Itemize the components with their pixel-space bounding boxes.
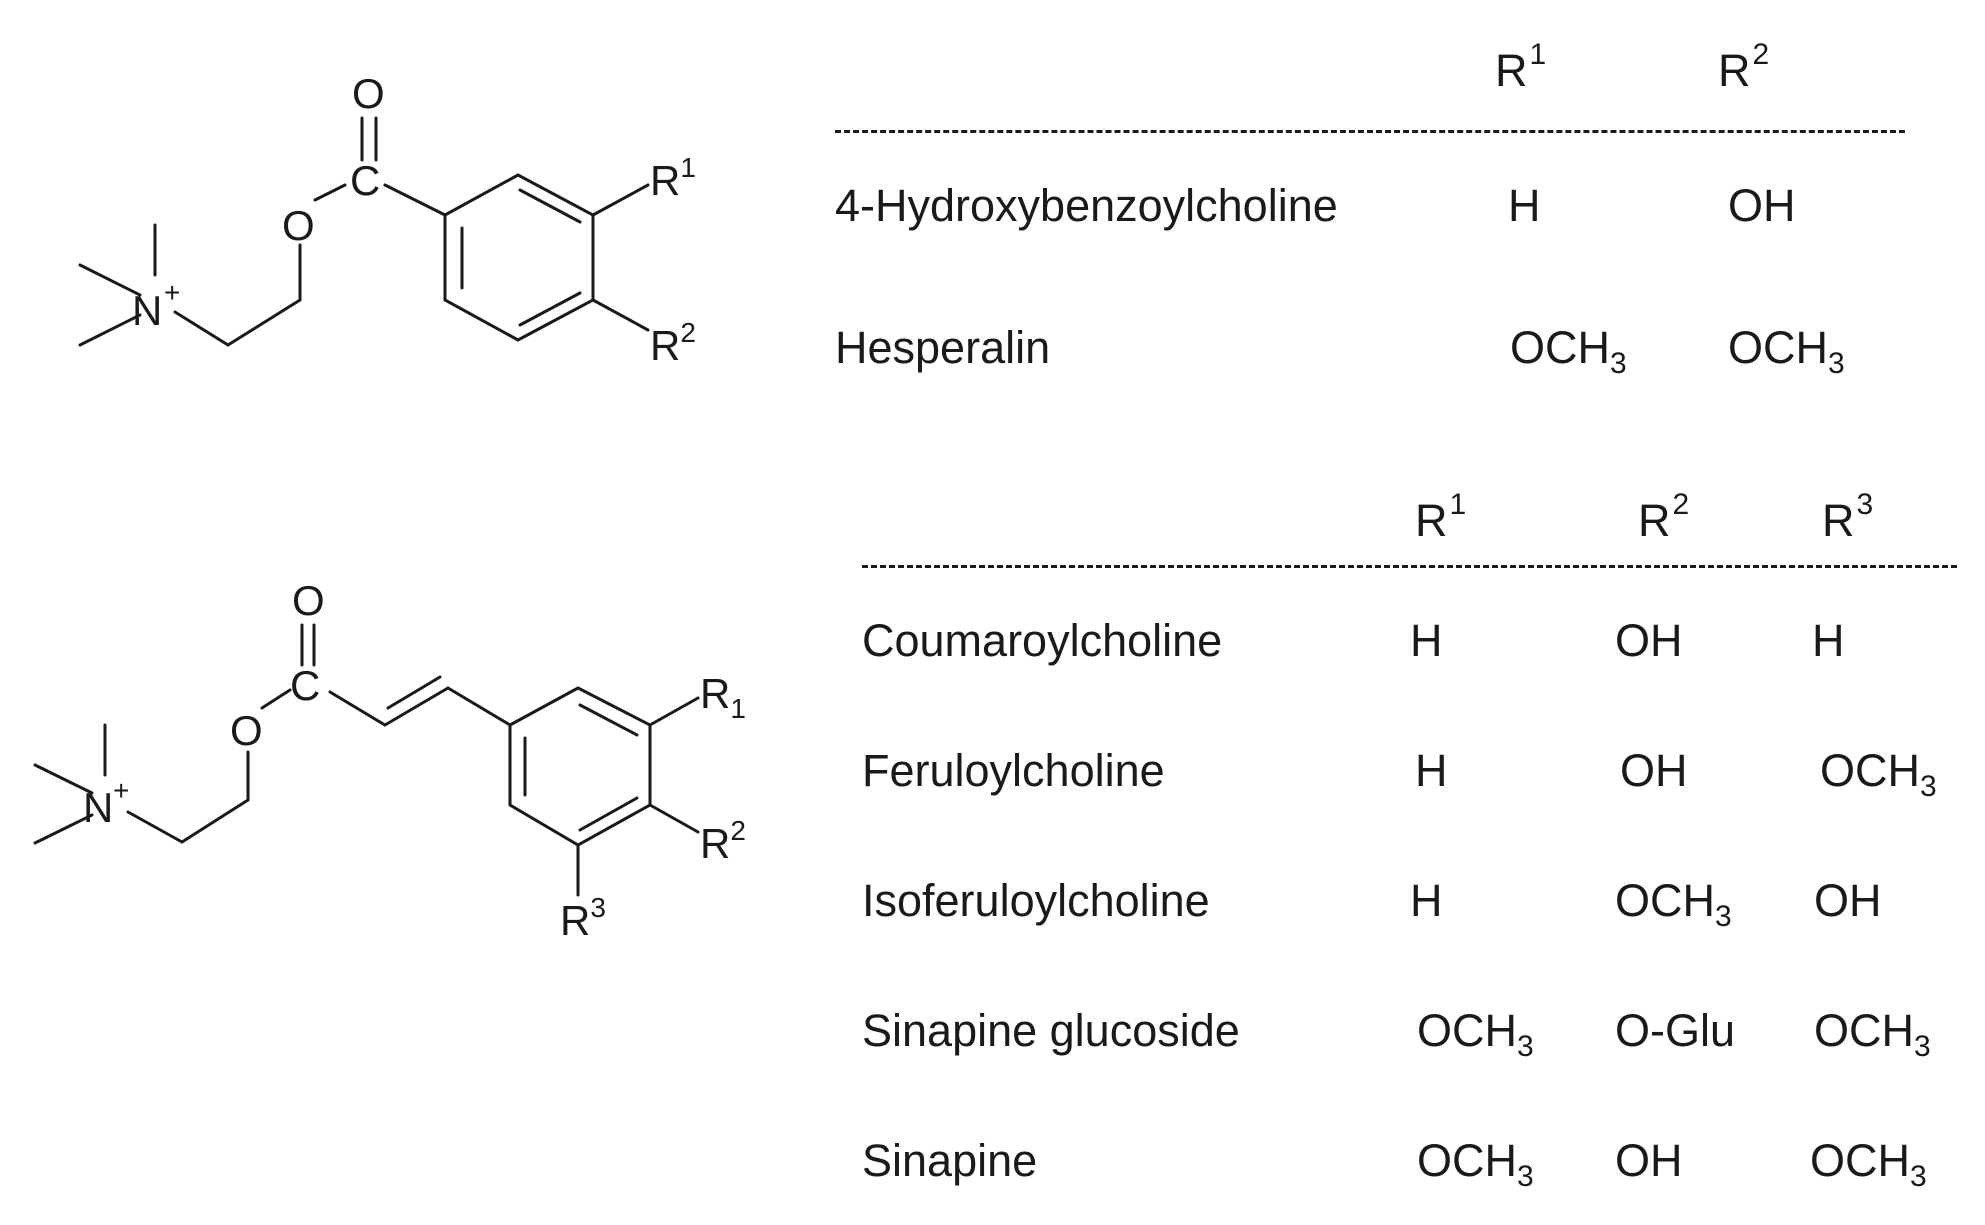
- table-row: 4-Hydroxybenzoylcholine H OH: [835, 180, 1985, 240]
- table-row: Feruloylcholine H OH OCH3: [862, 745, 1982, 805]
- r3-label: R3: [560, 892, 606, 944]
- r1-value: H: [1410, 615, 1443, 666]
- r1-value: H: [1415, 745, 1448, 796]
- r1-value: H: [1410, 875, 1443, 926]
- table-row: Hesperalin OCH3 OCH3: [835, 322, 1985, 382]
- table-row: Coumaroylcholine H OH H: [862, 615, 1982, 675]
- r1-value: OCH3: [1510, 322, 1627, 380]
- bond: [78, 313, 142, 347]
- bond: [518, 291, 582, 327]
- bond: [578, 796, 639, 832]
- carbon-label: C: [290, 662, 320, 709]
- compound-name: Feruloylcholine: [862, 745, 1165, 796]
- r2-value: OH: [1620, 745, 1688, 796]
- column-header-r1: R1: [1415, 488, 1467, 546]
- bond: [648, 803, 700, 834]
- divider: [835, 130, 1905, 133]
- r3-value: H: [1812, 615, 1845, 666]
- r2-value: OH: [1615, 615, 1683, 666]
- r3-value: OCH3: [1814, 1005, 1931, 1063]
- bond: [260, 688, 292, 710]
- r1-label: R1: [650, 152, 696, 204]
- bond: [591, 183, 650, 217]
- compound-name: Sinapine: [862, 1135, 1038, 1186]
- charge-label: +: [164, 277, 180, 308]
- bond: [383, 686, 450, 727]
- bond: [33, 813, 94, 845]
- column-header-r3: R3: [1822, 488, 1874, 546]
- r2-value: O-Glu: [1615, 1005, 1736, 1056]
- bond: [518, 188, 582, 224]
- bond: [33, 763, 94, 795]
- nitrogen-label: N: [132, 287, 162, 334]
- table-row: Sinapine OCH3 OH OCH3: [862, 1135, 1982, 1195]
- r2-label: R2: [650, 317, 696, 369]
- bond: [313, 183, 347, 202]
- bond: [78, 263, 142, 297]
- r2-value: OH: [1615, 1135, 1683, 1186]
- charge-label: +: [113, 775, 129, 806]
- r3-value: OCH3: [1810, 1135, 1927, 1193]
- bond: [386, 675, 442, 710]
- compound-name: Sinapine glucoside: [862, 1005, 1240, 1056]
- table-row: Sinapine glucoside OCH3 O-Glu OCH3: [862, 1005, 1982, 1065]
- benzene-ring: [508, 686, 652, 847]
- r1-value: OCH3: [1417, 1005, 1534, 1063]
- r1-value: H: [1508, 180, 1541, 231]
- carbon-label: C: [350, 157, 380, 204]
- carbonyl-oxygen-label: O: [292, 577, 325, 624]
- table-row: Isoferuloylcholine H OCH3 OH: [862, 875, 1982, 935]
- bond: [328, 690, 387, 727]
- r1-label: R1: [700, 670, 746, 724]
- bond: [383, 183, 447, 217]
- compound-name: Isoferuloylcholine: [862, 875, 1210, 926]
- bond: [591, 298, 650, 332]
- r2-value: OH: [1728, 180, 1796, 231]
- structure-2-cinnamoylcholine: O C O N + R1 R2 R3: [33, 577, 746, 944]
- compound-name: 4-Hydroxybenzoylcholine: [835, 180, 1338, 231]
- column-header-r2: R2: [1718, 38, 1770, 96]
- structure-1-benzoylcholine: O C O N + R1 R2: [78, 70, 696, 369]
- compound-name: Hesperalin: [835, 322, 1051, 373]
- ester-oxygen-label: O: [230, 707, 263, 754]
- bond: [648, 696, 700, 727]
- carbonyl-oxygen-label: O: [352, 70, 385, 117]
- r2-value: OCH3: [1728, 322, 1845, 380]
- bond: [226, 298, 302, 347]
- bond: [173, 310, 230, 347]
- bond: [126, 810, 184, 844]
- column-header-r1: R1: [1495, 38, 1547, 96]
- ester-oxygen-label: O: [282, 202, 315, 249]
- bond: [578, 703, 639, 737]
- nitrogen-label: N: [83, 784, 113, 831]
- divider: [862, 565, 1957, 568]
- r3-value: OCH3: [1820, 745, 1937, 803]
- r2-value: OCH3: [1615, 875, 1732, 933]
- compound-name: Coumaroylcholine: [862, 615, 1223, 666]
- bond: [180, 798, 250, 844]
- r3-value: OH: [1814, 875, 1882, 926]
- r1-value: OCH3: [1417, 1135, 1534, 1193]
- bond: [446, 686, 512, 727]
- column-header-r2: R2: [1638, 488, 1690, 546]
- r2-label: R2: [700, 815, 746, 867]
